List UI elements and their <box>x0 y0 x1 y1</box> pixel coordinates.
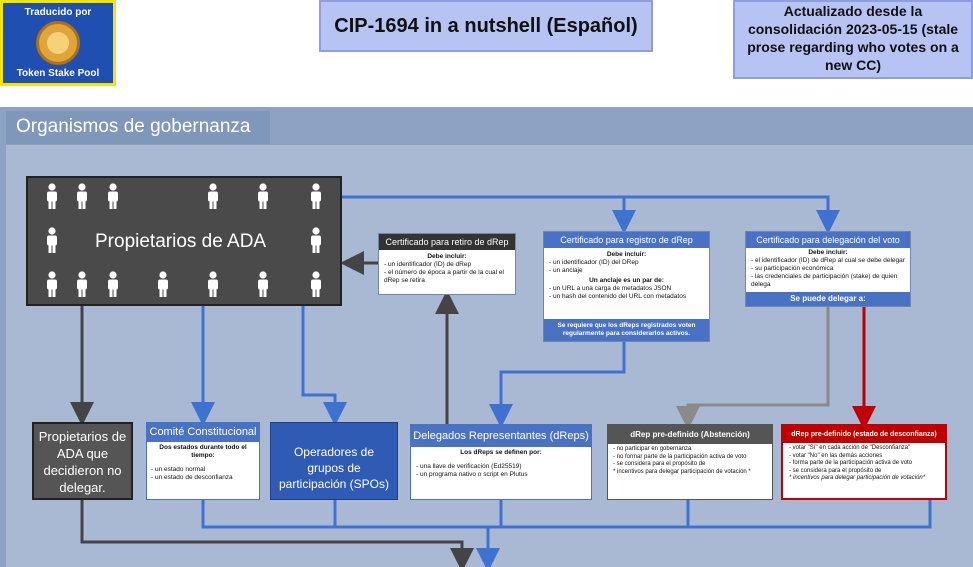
committee-item: - un estado normal <box>151 466 206 473</box>
abstain-item: - no participar en gobernanza <box>613 446 692 452</box>
token-logo-icon <box>36 21 80 65</box>
cert-register-item: - un identificador (ID) del DRep <box>549 259 639 266</box>
cert-delegation-item: - el identificador (ID) de dRep al cual … <box>751 257 905 264</box>
cert-register-item: - un anclaje <box>549 267 583 274</box>
ada-holders-label: Propietarios de ADA <box>95 231 267 252</box>
cert-vote-delegation: Certificado para delegación del voto Deb… <box>745 231 911 307</box>
no-confidence-item: * incentivos para delegar participación … <box>789 475 926 481</box>
cert-delegation-must: Debe incluir: <box>808 249 848 256</box>
committee-title: Comité Constitucional <box>147 423 259 442</box>
cert-delegation-item: - su participación económica <box>751 265 834 272</box>
person-icon <box>208 183 218 209</box>
person-icon <box>158 271 168 297</box>
cert-retire-must: Debe incluir: <box>427 253 467 260</box>
section-title: Organismos de gobernanza <box>6 111 270 144</box>
cert-retire-item: - el número de época a partir de la cual… <box>384 269 504 284</box>
cert-retire-item: - un identificador (ID) de dRep <box>384 261 472 268</box>
person-icon <box>108 183 118 209</box>
cert-register-title: Certificado para registro de dRep <box>544 232 709 248</box>
no-confidence-item: - votar "No" en las demás acciones <box>789 452 883 459</box>
no-confidence-item: - se considera para el propósito de <box>789 467 882 474</box>
badge-line1: Traducido por <box>24 7 92 18</box>
dreps-item: - un programa nativo o script en Plutus <box>416 471 528 478</box>
spo-label: Operadores de grupos de participación (S… <box>278 445 390 491</box>
non-delegating-holders-box: Propietarios de ADA que decidieron no de… <box>32 422 133 500</box>
spo-box: Operadores de grupos de participación (S… <box>270 422 398 500</box>
no-confidence-item: - forma parte de la participación activa… <box>789 460 913 466</box>
no-confidence-title: dRep pre-definido (estado de desconfianz… <box>783 426 945 443</box>
abstain-item: - se considera para el propósito de <box>613 461 706 467</box>
dreps-item: - una llave de verificación (Ed25519) <box>416 463 522 470</box>
cert-register-anchor-title: Un anclaje es un par de: <box>589 277 664 284</box>
cert-retire-title: Certificado para retiro de dRep <box>379 234 515 250</box>
abstain-drep-box: dRep pre-definido (Abstención) - no part… <box>607 424 773 500</box>
cert-register-must: Debe incluir: <box>606 251 647 258</box>
dreps-box: Delegados Representantes (dReps) Los dRe… <box>410 424 592 500</box>
person-icon <box>77 183 87 209</box>
page-title: CIP-1694 in a nutshell (Español) <box>319 0 653 52</box>
person-icon <box>108 271 118 297</box>
committee-subtitle: Dos estados durante todo el tiempo: <box>159 444 247 459</box>
person-icon <box>311 183 321 209</box>
person-icon <box>77 271 87 297</box>
no-confidence-drep-box: dRep pre-definido (estado de desconfianz… <box>781 424 947 500</box>
cert-delegation-footer: Se puede delegar a: <box>746 292 910 306</box>
abstain-item: * incentivos para delegar participación … <box>613 468 751 475</box>
non-delegating-holders-label: Propietarios de ADA que decidieron no de… <box>38 429 127 495</box>
cert-delegation-item: - las credenciales de participación (sta… <box>751 273 898 288</box>
abstain-item: - no formar parte de la participación ac… <box>613 453 747 460</box>
abstain-title: dRep pre-definido (Abstención) <box>608 425 772 444</box>
cert-register-footer: Se requiere que los dReps registrados vo… <box>544 319 709 341</box>
cert-delegation-title: Certificado para delegación del voto <box>746 232 910 248</box>
committee-item: - un estado de desconfianza <box>151 474 233 481</box>
cert-register-drep: Certificado para registro de dRep Debe i… <box>543 231 710 342</box>
person-icon <box>311 271 321 297</box>
person-icon <box>311 227 321 253</box>
badge-line2: Token Stake Pool <box>16 68 100 79</box>
person-icon <box>47 183 57 209</box>
constitutional-committee-box: Comité Constitucional Dos estados durant… <box>146 422 260 500</box>
cert-register-anchor-item: - un hash del contenido del URL con meta… <box>549 293 687 300</box>
translator-badge: Traducido por Token Stake Pool <box>0 0 116 86</box>
cert-register-anchor-item: - un URL a una carga de metadatos JSON <box>549 285 672 292</box>
dreps-title: Delegados Representantes (dReps) <box>411 425 591 447</box>
no-confidence-item: - votar "Sí" en cada acción de "Desconfi… <box>789 445 911 451</box>
cert-retire-drep: Certificado para retiro de dRep Debe inc… <box>378 233 516 295</box>
person-icon <box>258 271 268 297</box>
person-icon <box>47 271 57 297</box>
update-note: Actualizado desde la consolidación 2023-… <box>733 0 973 79</box>
person-icon <box>208 271 218 297</box>
person-icon <box>47 227 57 253</box>
person-icon <box>258 183 268 209</box>
dreps-subtitle: Los dReps se definen por: <box>460 449 542 456</box>
